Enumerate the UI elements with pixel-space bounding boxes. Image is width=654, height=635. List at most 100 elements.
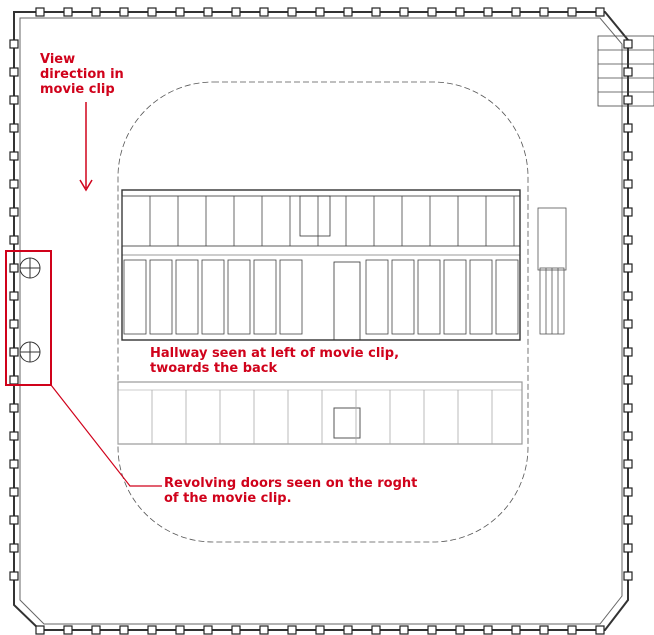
column bbox=[9, 95, 19, 105]
column bbox=[9, 487, 19, 497]
column bbox=[623, 515, 633, 525]
room bbox=[417, 259, 441, 335]
column bbox=[623, 291, 633, 301]
column bbox=[455, 7, 465, 17]
revolving-doors-label: Revolving doors seen on the roght of the… bbox=[164, 476, 418, 506]
column bbox=[9, 179, 19, 189]
column bbox=[315, 625, 325, 635]
column bbox=[623, 67, 633, 77]
column bbox=[9, 151, 19, 161]
room bbox=[149, 259, 173, 335]
column bbox=[483, 7, 493, 17]
column bbox=[623, 375, 633, 385]
column bbox=[483, 625, 493, 635]
room bbox=[391, 259, 415, 335]
column bbox=[623, 571, 633, 581]
column bbox=[399, 625, 409, 635]
hallway-label: Hallway seen at left of movie clip, twoa… bbox=[150, 346, 400, 376]
column bbox=[343, 625, 353, 635]
column bbox=[623, 431, 633, 441]
column bbox=[9, 39, 19, 49]
room bbox=[365, 259, 389, 335]
column bbox=[623, 207, 633, 217]
column bbox=[9, 571, 19, 581]
view-direction-arrow bbox=[79, 102, 93, 192]
column bbox=[63, 7, 73, 17]
column bbox=[399, 7, 409, 17]
column bbox=[147, 7, 157, 17]
column bbox=[9, 403, 19, 413]
column bbox=[203, 7, 213, 17]
column bbox=[511, 7, 521, 17]
column bbox=[9, 319, 19, 329]
column bbox=[91, 7, 101, 17]
column bbox=[371, 7, 381, 17]
column bbox=[287, 7, 297, 17]
column bbox=[203, 625, 213, 635]
lower-building-block bbox=[117, 381, 523, 445]
column bbox=[595, 7, 605, 17]
room bbox=[123, 259, 147, 335]
room bbox=[201, 259, 225, 335]
column bbox=[35, 7, 45, 17]
column bbox=[119, 625, 129, 635]
column bbox=[9, 515, 19, 525]
column bbox=[595, 625, 605, 635]
room bbox=[279, 259, 303, 335]
room bbox=[175, 259, 199, 335]
column bbox=[35, 625, 45, 635]
room bbox=[227, 259, 251, 335]
column bbox=[9, 67, 19, 77]
column bbox=[623, 263, 633, 273]
revolving-doors-leader bbox=[50, 384, 162, 487]
column bbox=[539, 625, 549, 635]
column bbox=[623, 151, 633, 161]
column bbox=[9, 375, 19, 385]
column bbox=[91, 625, 101, 635]
revolving-doors-highlight bbox=[5, 250, 52, 386]
room bbox=[443, 259, 467, 335]
column bbox=[427, 7, 437, 17]
column bbox=[343, 7, 353, 17]
column bbox=[9, 459, 19, 469]
column bbox=[315, 7, 325, 17]
column bbox=[9, 543, 19, 553]
site-outline bbox=[117, 81, 529, 543]
column bbox=[9, 347, 19, 357]
column bbox=[175, 7, 185, 17]
top-right-detail bbox=[597, 35, 654, 107]
column bbox=[623, 123, 633, 133]
column bbox=[567, 625, 577, 635]
revolving-doors bbox=[19, 257, 41, 363]
column bbox=[9, 123, 19, 133]
lower-room-grid bbox=[117, 390, 493, 444]
column bbox=[539, 7, 549, 17]
perimeter-columns bbox=[9, 7, 633, 635]
column bbox=[371, 625, 381, 635]
column bbox=[623, 459, 633, 469]
column bbox=[623, 39, 633, 49]
column bbox=[9, 431, 19, 441]
column bbox=[259, 625, 269, 635]
column bbox=[455, 625, 465, 635]
column bbox=[9, 235, 19, 245]
room bbox=[253, 259, 277, 335]
column bbox=[623, 347, 633, 357]
column bbox=[175, 625, 185, 635]
column bbox=[231, 7, 241, 17]
column bbox=[623, 319, 633, 329]
column bbox=[623, 543, 633, 553]
column bbox=[623, 95, 633, 105]
column bbox=[147, 625, 157, 635]
column bbox=[623, 235, 633, 245]
column bbox=[511, 625, 521, 635]
column bbox=[623, 487, 633, 497]
building-perimeter bbox=[13, 11, 629, 631]
column bbox=[63, 625, 73, 635]
column bbox=[287, 625, 297, 635]
column bbox=[119, 7, 129, 17]
column bbox=[567, 7, 577, 17]
column bbox=[623, 403, 633, 413]
column bbox=[427, 625, 437, 635]
